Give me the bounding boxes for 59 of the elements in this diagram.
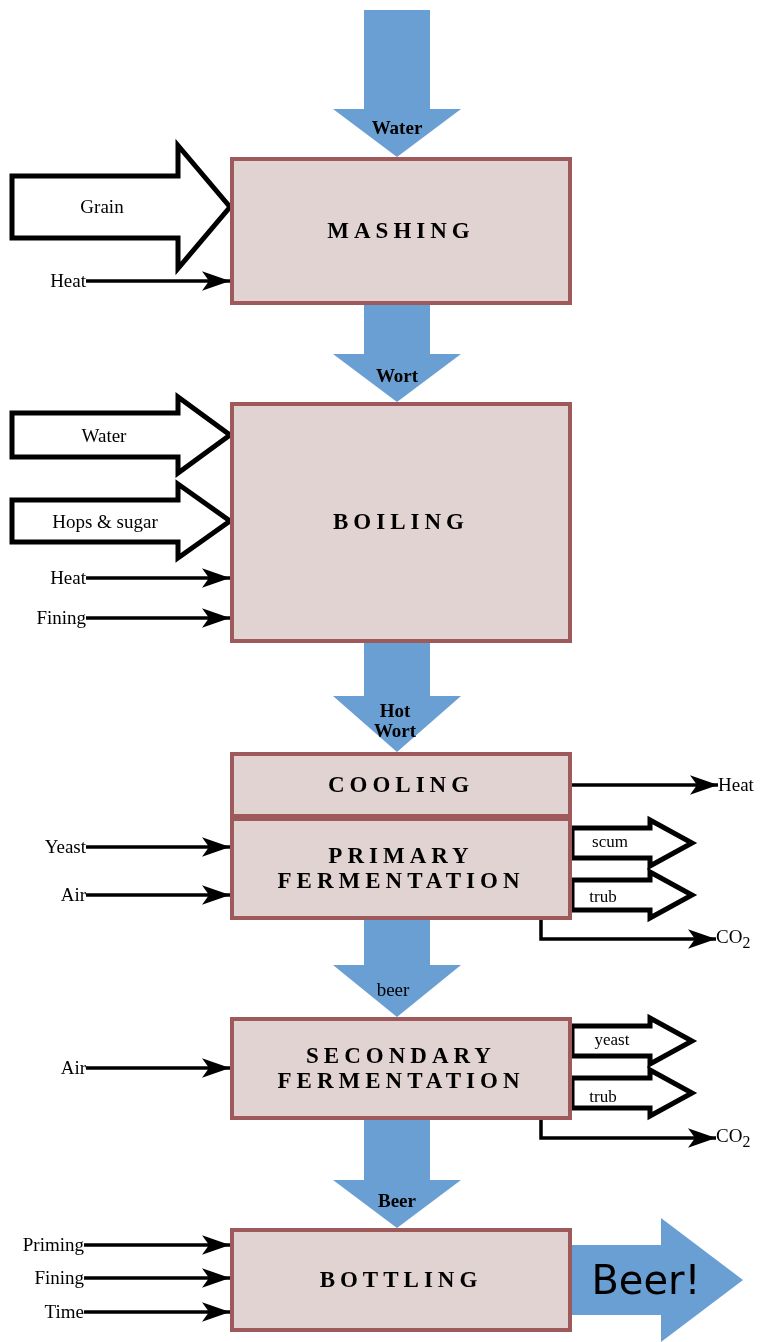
arrow xyxy=(539,920,716,949)
hollow-arrow xyxy=(569,1013,698,1069)
process-title: MASHING xyxy=(327,218,475,244)
hollow-arrow xyxy=(569,867,698,923)
input-label: Yeast xyxy=(44,835,86,859)
input-label: Heat xyxy=(50,566,86,590)
process-box xyxy=(230,817,572,920)
flow-arrow xyxy=(572,1218,743,1342)
flow-arrow xyxy=(333,643,461,752)
edge-label: yeast xyxy=(594,1031,630,1049)
edge-label: Water xyxy=(81,426,127,446)
output-label: CO$_{2}$ xyxy=(716,925,751,953)
process-title: SECONDARY FERMENTATION xyxy=(276,1044,526,1093)
edge-label: scum xyxy=(592,833,628,851)
input-label: Air xyxy=(60,883,86,907)
input-label: Air xyxy=(60,1056,86,1080)
process-box xyxy=(230,402,572,643)
flow-arrow xyxy=(333,305,461,402)
edge-label: Water xyxy=(371,118,423,138)
flow-arrow xyxy=(333,10,461,157)
arrow xyxy=(86,1058,230,1078)
hollow-arrow xyxy=(569,1065,698,1121)
arrow xyxy=(572,775,718,795)
edge-label: Grain xyxy=(80,197,124,217)
input-label: Time xyxy=(44,1300,84,1324)
edge-label: trub xyxy=(589,1088,617,1106)
process-box xyxy=(230,157,572,305)
edge-label: Wort xyxy=(375,366,419,386)
edge-label: Beer! xyxy=(591,1259,701,1301)
edge-label: Beer xyxy=(378,1191,416,1211)
hollow-arrow xyxy=(569,815,698,871)
input-label: Heat xyxy=(50,269,86,293)
arrow xyxy=(86,568,230,588)
arrow xyxy=(84,1302,230,1322)
process-box xyxy=(230,1228,572,1332)
arrow xyxy=(84,1235,230,1255)
input-label: Fining xyxy=(36,606,86,630)
output-label: Heat xyxy=(718,773,754,797)
arrow xyxy=(86,608,230,628)
arrow xyxy=(86,837,230,857)
edge-label: Hops & sugar xyxy=(52,512,158,532)
output-label: CO$_{2}$ xyxy=(716,1124,751,1152)
process-box xyxy=(230,752,572,818)
arrow xyxy=(84,1268,230,1288)
arrow xyxy=(86,885,230,905)
edge-label: beer xyxy=(376,980,410,1000)
input-label: Priming xyxy=(22,1233,84,1257)
process-title: BOILING xyxy=(333,510,469,535)
process-title: BOTTLING xyxy=(319,1267,483,1293)
edge-label: Hot Wort xyxy=(372,701,418,741)
process-title: PRIMARY FERMENTATION xyxy=(276,844,526,893)
flow-arrow xyxy=(333,920,461,1017)
arrow xyxy=(539,1120,716,1148)
edge-label: trub xyxy=(589,888,617,906)
flow-arrow xyxy=(333,1120,461,1228)
process-box xyxy=(230,1017,572,1120)
input-label: Fining xyxy=(34,1266,84,1290)
arrow xyxy=(86,271,230,291)
process-title: COOLING xyxy=(327,772,475,798)
